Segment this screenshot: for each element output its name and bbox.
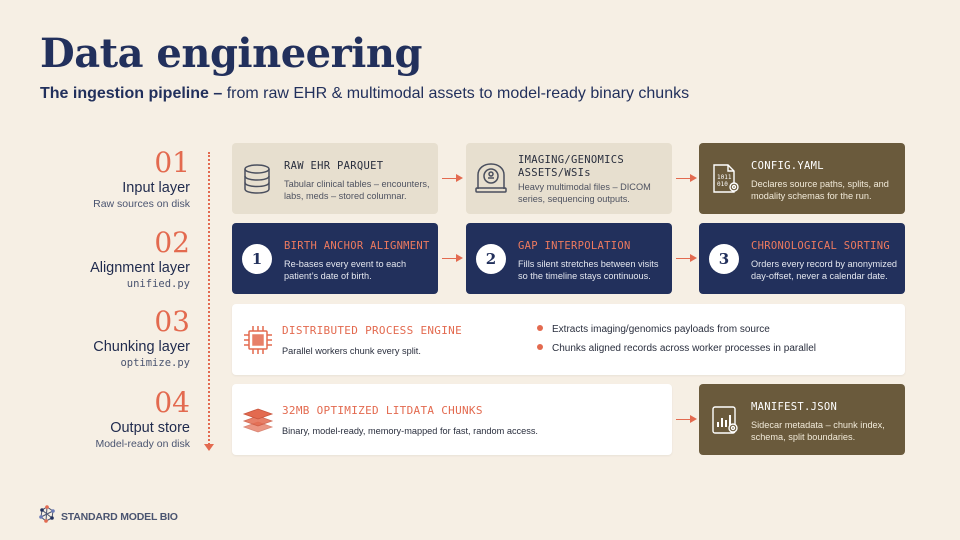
- bullet-dot: [537, 344, 543, 350]
- svg-text:010: 010: [717, 181, 728, 188]
- card-title: IMAGING/GENOMICS ASSETS/WSIs: [518, 154, 624, 179]
- layer-label-chunking: 03 Chunking layer optimize.py: [10, 305, 190, 370]
- subtitle-bold: The ingestion pipeline –: [40, 85, 223, 102]
- card-gap-interpolation: 2 GAP INTERPOLATION Fills silent stretch…: [466, 223, 672, 294]
- card-distributed-process-engine: DISTRIBUTED PROCESS ENGINE Parallel work…: [232, 304, 905, 375]
- layer-label-output: 04 Output store Model-ready on disk: [10, 386, 190, 451]
- card-config-yaml: 1011 010 CONFIG.YAML Declares source pat…: [699, 143, 905, 214]
- page-title: Data engineering: [40, 30, 422, 77]
- arrow-right-icon: [676, 174, 697, 182]
- layer-subtitle: optimize.py: [120, 357, 190, 369]
- timeline-arrow-down-icon: [203, 444, 214, 451]
- layers-icon: [242, 404, 274, 441]
- card-birth-anchor-alignment: 1 BIRTH ANCHOR ALIGNMENT Re-bases every …: [232, 223, 438, 294]
- arrow-right-icon: [442, 174, 463, 182]
- layer-label-input: 01 Input layer Raw sources on disk: [10, 146, 190, 211]
- layer-number: 04: [154, 386, 190, 419]
- bullet-text: Extracts imaging/genomics payloads from …: [552, 324, 770, 335]
- config-file-icon: 1011 010: [709, 163, 741, 200]
- processor-chip-icon: [242, 324, 274, 361]
- layer-subtitle: unified.py: [126, 278, 190, 290]
- card-description: Declares source paths, splits, and modal…: [751, 179, 889, 201]
- molecule-logo-icon: [38, 505, 56, 528]
- card-imaging-genomics: IMAGING/GENOMICS ASSETS/WSIs Heavy multi…: [466, 143, 672, 214]
- step-number-badge: 3: [709, 244, 739, 274]
- card-description: Heavy multimodal files – DICOM series, s…: [518, 182, 651, 204]
- layer-number: 02: [154, 226, 190, 259]
- brand-logo: STANDARD MODEL BIO: [38, 505, 178, 528]
- card-title: DISTRIBUTED PROCESS ENGINE: [282, 324, 462, 337]
- card-description: Parallel workers chunk every split.: [282, 346, 421, 356]
- bullet-text: Chunks aligned records across worker pro…: [552, 343, 817, 354]
- layer-subtitle: Model-ready on disk: [95, 438, 190, 450]
- card-description: Re-bases every event to each patient’s d…: [284, 259, 407, 281]
- step-number-badge: 1: [242, 244, 272, 274]
- layer-number: 03: [154, 305, 190, 338]
- chunking-bullet-item: Extracts imaging/genomics payloads from …: [537, 324, 770, 335]
- brand-name: STANDARD MODEL BIO: [61, 510, 178, 523]
- card-raw-ehr-parquet: RAW EHR PARQUET Tabular clinical tables …: [232, 143, 438, 214]
- card-title: GAP INTERPOLATION: [518, 240, 631, 252]
- card-description: Tabular clinical tables – encounters, la…: [284, 179, 430, 201]
- svg-text:1011: 1011: [717, 174, 732, 181]
- layer-name: Chunking layer: [93, 339, 190, 355]
- card-title: RAW EHR PARQUET: [284, 160, 384, 172]
- card-description: Binary, model-ready, memory-mapped for f…: [282, 426, 538, 436]
- database-icon: [242, 163, 272, 200]
- arrow-right-icon: [676, 415, 697, 423]
- page-subtitle: The ingestion pipeline – from raw EHR & …: [40, 85, 689, 103]
- card-description: Fills silent stretches between visits so…: [518, 259, 659, 281]
- layer-number: 01: [154, 146, 190, 179]
- card-description: Sidecar metadata – chunk index, schema, …: [751, 420, 885, 442]
- card-title: MANIFEST.JSON: [751, 401, 838, 413]
- card-title: 32MB OPTIMIZED LITDATA CHUNKS: [282, 404, 483, 417]
- scanner-icon: [474, 161, 508, 200]
- layer-label-alignment: 02 Alignment layer unified.py: [10, 226, 190, 291]
- card-chronological-sorting: 3 CHRONOLOGICAL SORTING Orders every rec…: [699, 223, 905, 294]
- arrow-right-icon: [442, 254, 463, 262]
- card-title: CONFIG.YAML: [751, 160, 824, 172]
- chunking-bullet-item: Chunks aligned records across worker pro…: [537, 343, 816, 354]
- bullet-dot: [537, 325, 543, 331]
- manifest-chart-icon: [709, 404, 741, 441]
- step-number-badge: 2: [476, 244, 506, 274]
- card-title: BIRTH ANCHOR ALIGNMENT: [284, 240, 430, 252]
- timeline-dotted-line: [208, 152, 210, 448]
- subtitle-rest: from raw EHR & multimodal assets to mode…: [222, 85, 690, 102]
- layer-name: Alignment layer: [90, 260, 190, 276]
- arrow-right-icon: [676, 254, 697, 262]
- layer-subtitle: Raw sources on disk: [93, 198, 190, 210]
- card-litdata-chunks: 32MB OPTIMIZED LITDATA CHUNKS Binary, mo…: [232, 384, 672, 455]
- card-manifest-json: MANIFEST.JSON Sidecar metadata – chunk i…: [699, 384, 905, 455]
- card-title: CHRONOLOGICAL SORTING: [751, 240, 891, 252]
- card-description: Orders every record by anonymized day-of…: [751, 259, 898, 281]
- layer-name: Input layer: [122, 180, 190, 196]
- layer-name: Output store: [110, 420, 190, 436]
